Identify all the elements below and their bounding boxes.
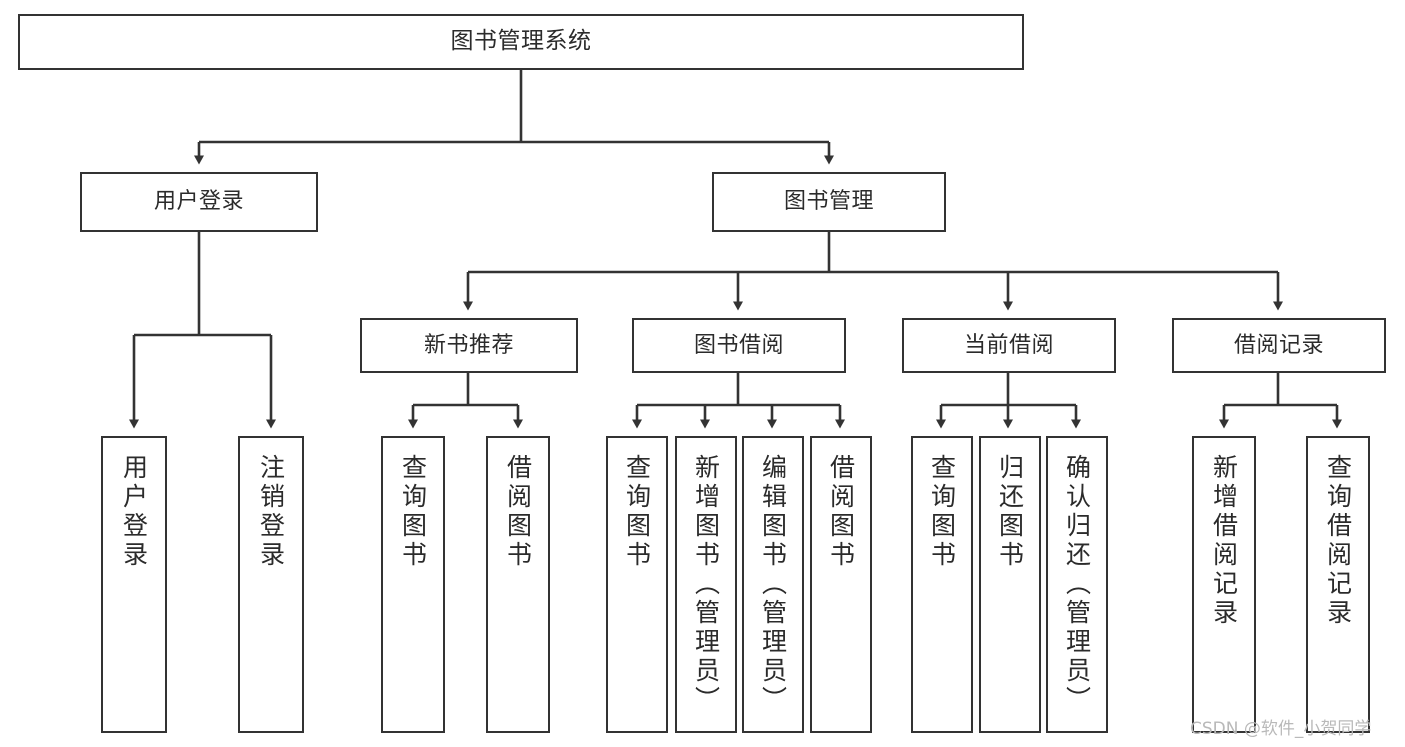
node-book-borrow[interactable]: 图书借阅 [632,318,846,373]
node-root-label: 图书管理系统 [450,28,592,55]
node-borrow-record[interactable]: 借阅记录 [1172,318,1386,373]
node-leaf-edit-book[interactable]: 编辑图书（管理员） [742,436,804,733]
node-leaf-query-record-label: 查询借阅记录 [1323,454,1353,628]
node-book-borrow-label: 图书借阅 [693,332,784,358]
node-leaf-edit-book-label: 编辑图书（管理员） [758,454,788,715]
node-book-manage[interactable]: 图书管理 [712,172,946,232]
node-leaf-query-book-2-label: 查询图书 [622,454,652,570]
node-leaf-logout[interactable]: 注销登录 [238,436,304,733]
node-leaf-confirm-return-label: 确认归还（管理员） [1062,454,1092,715]
node-leaf-user-login[interactable]: 用户登录 [101,436,167,733]
node-leaf-borrow-book-2-label: 借阅图书 [826,454,856,570]
node-leaf-query-record[interactable]: 查询借阅记录 [1306,436,1370,733]
node-leaf-borrow-book-2[interactable]: 借阅图书 [810,436,872,733]
node-leaf-query-book-1-label: 查询图书 [398,454,428,570]
node-leaf-confirm-return[interactable]: 确认归还（管理员） [1046,436,1108,733]
node-new-book-recommend-label: 新书推荐 [423,332,514,358]
watermark: CSDN @软件_小贺同学 [1190,719,1372,739]
node-new-book-recommend[interactable]: 新书推荐 [360,318,578,373]
node-leaf-return-book[interactable]: 归还图书 [979,436,1041,733]
node-leaf-logout-label: 注销登录 [256,454,286,570]
node-leaf-query-book-3[interactable]: 查询图书 [911,436,973,733]
node-user-login-label: 用户登录 [153,189,244,215]
node-leaf-borrow-book-1[interactable]: 借阅图书 [486,436,550,733]
node-leaf-add-record-label: 新增借阅记录 [1209,454,1239,628]
node-root[interactable]: 图书管理系统 [18,14,1024,70]
node-leaf-return-book-label: 归还图书 [995,454,1025,570]
node-book-manage-label: 图书管理 [783,189,874,215]
node-leaf-query-book-1[interactable]: 查询图书 [381,436,445,733]
node-leaf-query-book-3-label: 查询图书 [927,454,957,570]
node-leaf-query-book-2[interactable]: 查询图书 [606,436,668,733]
node-leaf-add-book[interactable]: 新增图书（管理员） [675,436,737,733]
node-leaf-add-record[interactable]: 新增借阅记录 [1192,436,1256,733]
node-leaf-user-login-label: 用户登录 [119,454,149,570]
node-user-login[interactable]: 用户登录 [80,172,318,232]
node-leaf-borrow-book-1-label: 借阅图书 [503,454,533,570]
node-current-borrow[interactable]: 当前借阅 [902,318,1116,373]
node-borrow-record-label: 借阅记录 [1233,332,1324,358]
node-current-borrow-label: 当前借阅 [963,332,1054,358]
node-leaf-add-book-label: 新增图书（管理员） [691,454,721,715]
